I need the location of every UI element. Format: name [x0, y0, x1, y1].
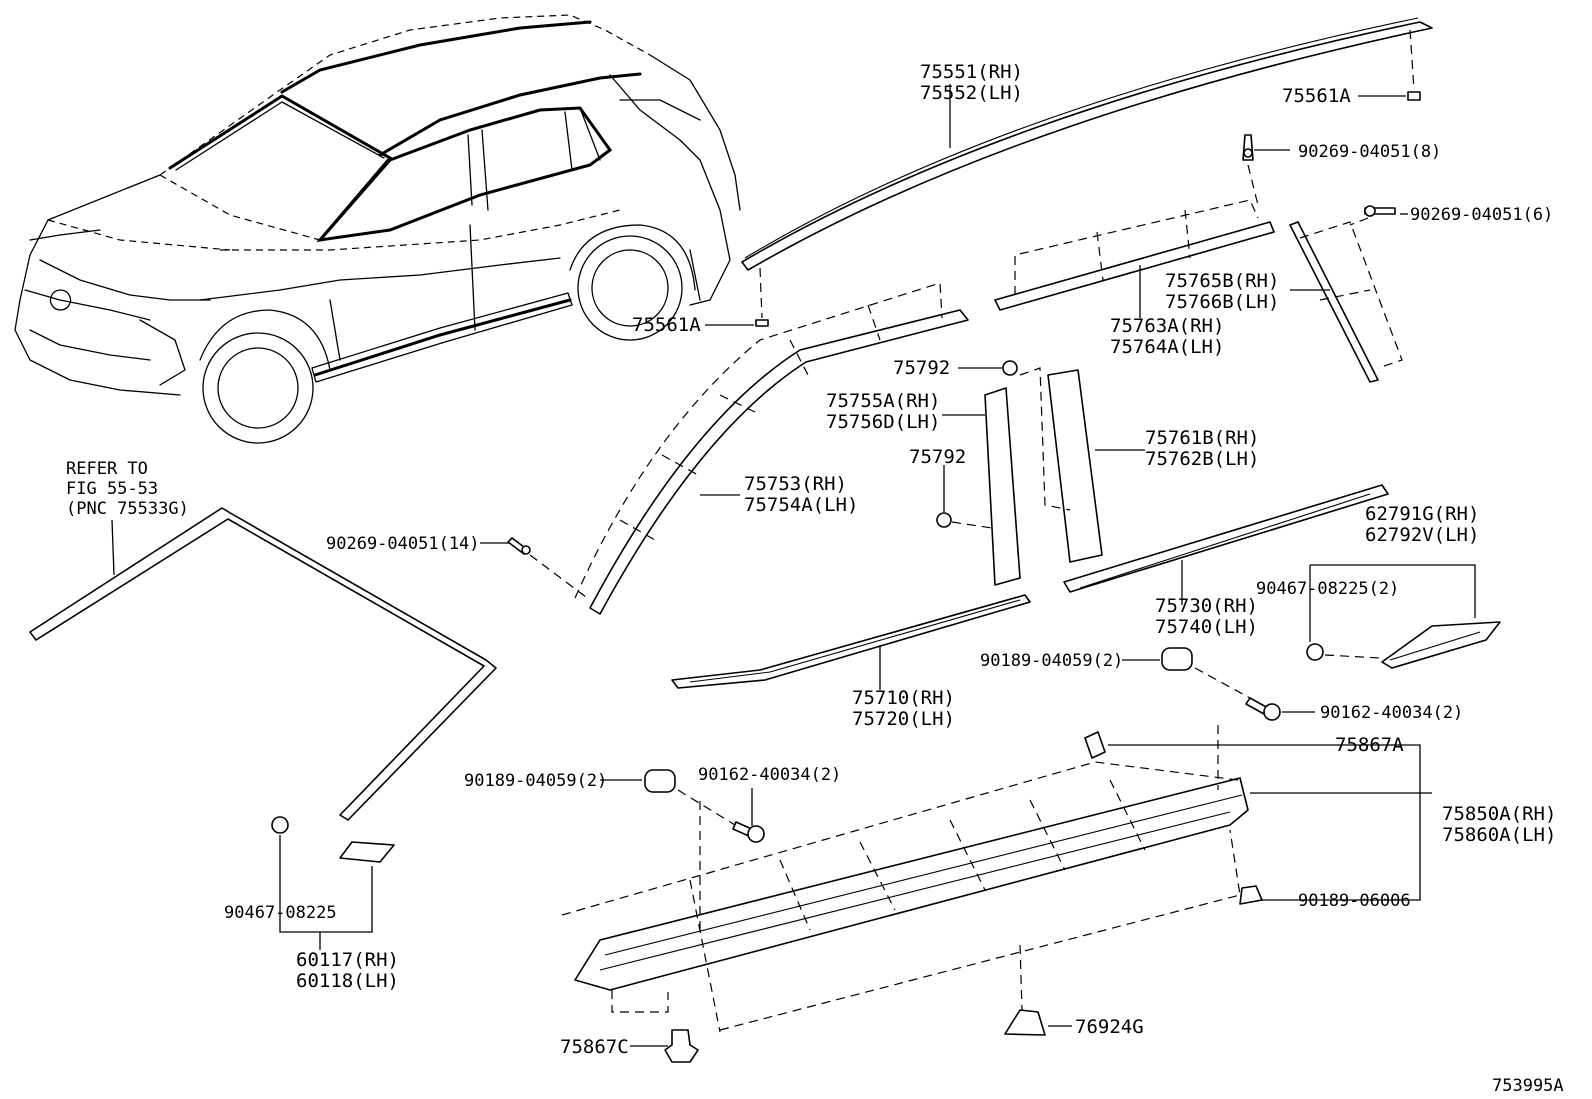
screw-icon [507, 537, 531, 555]
roof-molding-75551 [741, 17, 1433, 271]
label-75561a-top: 75561A [1282, 85, 1351, 107]
label-75867c: 75867C [560, 1036, 629, 1058]
label-refer-to: REFER TO [66, 459, 148, 479]
label-90189-b: 90189-04059(2) [464, 771, 607, 791]
label-75792-b: 75792 [909, 446, 966, 468]
label-75561a-low: 75561A [632, 314, 701, 336]
garnish-plate-60117 [339, 841, 395, 863]
rocker-molding-75850a [574, 777, 1249, 991]
label-75753: 75753(RH) [744, 473, 847, 495]
label-75755a: 75755A(RH) [826, 390, 940, 412]
pillar-garnish-75761b [1047, 369, 1103, 563]
label-60117: 60117(RH) [296, 949, 399, 971]
label-75792-a: 75792 [893, 357, 950, 379]
label-75552: 75552(LH) [920, 82, 1023, 104]
garnish-plate-62791g [1381, 621, 1501, 669]
screw-icon [1242, 134, 1254, 161]
suv-outline-icon [14, 14, 741, 444]
grommet-icon [644, 647, 1193, 793]
label-60118: 60118(LH) [296, 970, 399, 992]
label-90269-8: 90269-04051(8) [1298, 142, 1441, 162]
label-75761b: 75761B(RH) [1145, 427, 1259, 449]
label-75763a: 75763A(RH) [1110, 315, 1224, 337]
label-75730: 75730(RH) [1155, 595, 1258, 617]
nut-icon [271, 816, 289, 834]
pillar-garnish-75755a [984, 387, 1021, 586]
screw-icon [1364, 205, 1396, 217]
clip-icon [755, 91, 1421, 327]
label-75762b: 75762B(LH) [1145, 448, 1259, 470]
nut-icon [1306, 643, 1324, 661]
label-refer-fig: FIG 55-53 [66, 479, 158, 499]
windshield-molding [29, 507, 497, 821]
label-75766b: 75766B(LH) [1165, 291, 1279, 313]
label-90269-14: 90269-04051(14) [326, 534, 480, 554]
label-75756d: 75756D(LH) [826, 411, 940, 433]
screw-icon [732, 697, 1281, 843]
label-62791g: 62791G(RH) [1365, 503, 1479, 525]
label-75720: 75720(LH) [852, 708, 955, 730]
label-75860a: 75860A(LH) [1442, 824, 1556, 846]
belt-molding-75730 [1063, 484, 1389, 593]
label-75850a: 75850A(RH) [1442, 803, 1556, 825]
label-75867a: 75867A [1335, 734, 1404, 756]
label-90467: 90467-08225 [224, 903, 337, 923]
label-refer-pnc: (PNC 75533G) [66, 499, 189, 519]
figure-id: 753995A [1492, 1076, 1564, 1096]
label-75765b: 75765B(RH) [1165, 270, 1279, 292]
label-75754a: 75754A(LH) [744, 494, 858, 516]
label-75764a: 75764A(LH) [1110, 336, 1224, 358]
door-frame-molding-75765b [1289, 221, 1379, 383]
label-90162-b: 90162-40034(2) [698, 765, 841, 785]
label-62792v: 62792V(LH) [1365, 524, 1479, 546]
label-90162-a: 90162-40034(2) [1320, 703, 1463, 723]
label-90189-a: 90189-04059(2) [980, 651, 1123, 671]
label-75740: 75740(LH) [1155, 616, 1258, 638]
label-75710: 75710(RH) [852, 687, 955, 709]
label-76924g: 76924G [1075, 1016, 1144, 1038]
clip-icon [664, 731, 1263, 1063]
nut-icon [936, 360, 1018, 528]
label-90467-2: 90467-08225(2) [1256, 579, 1399, 599]
label-90189-06006: 90189-06006 [1298, 891, 1411, 911]
label-90269-6: 90269-04051(6) [1410, 205, 1553, 225]
belt-molding-75763a [994, 221, 1275, 311]
callout-labels: 75551(RH) 75552(LH) 75561A 90269-04051(8… [66, 61, 1564, 1096]
door-frame-molding-75753 [589, 309, 969, 615]
belt-molding-75710 [671, 594, 1031, 689]
label-75551: 75551(RH) [920, 61, 1023, 83]
